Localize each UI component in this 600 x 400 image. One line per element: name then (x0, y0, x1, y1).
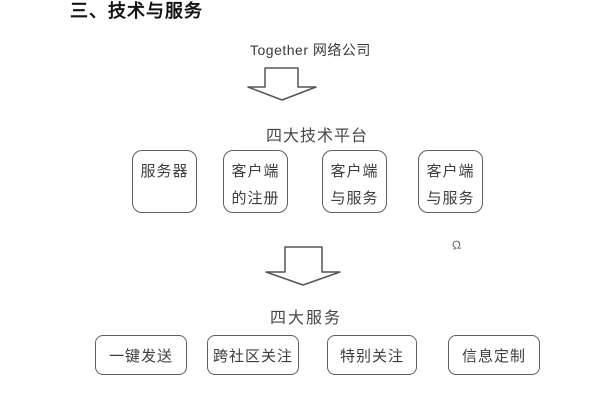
service-box-label: 特别关注 (339, 347, 404, 365)
service-box-label: 信息定制 (461, 347, 526, 365)
platform-box-line: 的注册 (231, 190, 280, 207)
platform-box-line: 与服务 (330, 190, 379, 207)
company-label: Together 网络公司 (250, 42, 371, 58)
down-block-arrow-icon (247, 67, 317, 101)
platform-box-client-service-2: 客户端 与服务 (418, 150, 483, 213)
platform-box-line: 与服务 (426, 190, 475, 207)
service-box-label: 一键发送 (108, 347, 173, 365)
service-box-info-customization: 信息定制 (448, 335, 540, 375)
scan-artifact-glyph: Ω (451, 237, 462, 253)
platform-box-server: 服务器 (132, 150, 197, 213)
services-caption: 四大服务 (270, 310, 343, 327)
section-title: 三、技术与服务 (70, 1, 203, 21)
platform-box-client-registration: 客户端 的注册 (223, 150, 288, 213)
service-box-special-follow: 特别关注 (327, 335, 417, 375)
service-box-label: 跨社区关注 (212, 347, 293, 365)
platform-box-line: 服务器 (140, 163, 189, 180)
platforms-caption: 四大技术平台 (266, 128, 369, 145)
platform-box-line: 客户端 (426, 163, 475, 180)
service-box-cross-community-follow: 跨社区关注 (207, 335, 299, 375)
platform-box-line: 客户端 (330, 163, 379, 180)
down-block-arrow-icon (265, 246, 341, 286)
platform-box-line: 客户端 (231, 163, 280, 180)
service-box-one-key-send: 一键发送 (95, 335, 187, 375)
platform-box-client-service-1: 客户端 与服务 (322, 150, 387, 213)
